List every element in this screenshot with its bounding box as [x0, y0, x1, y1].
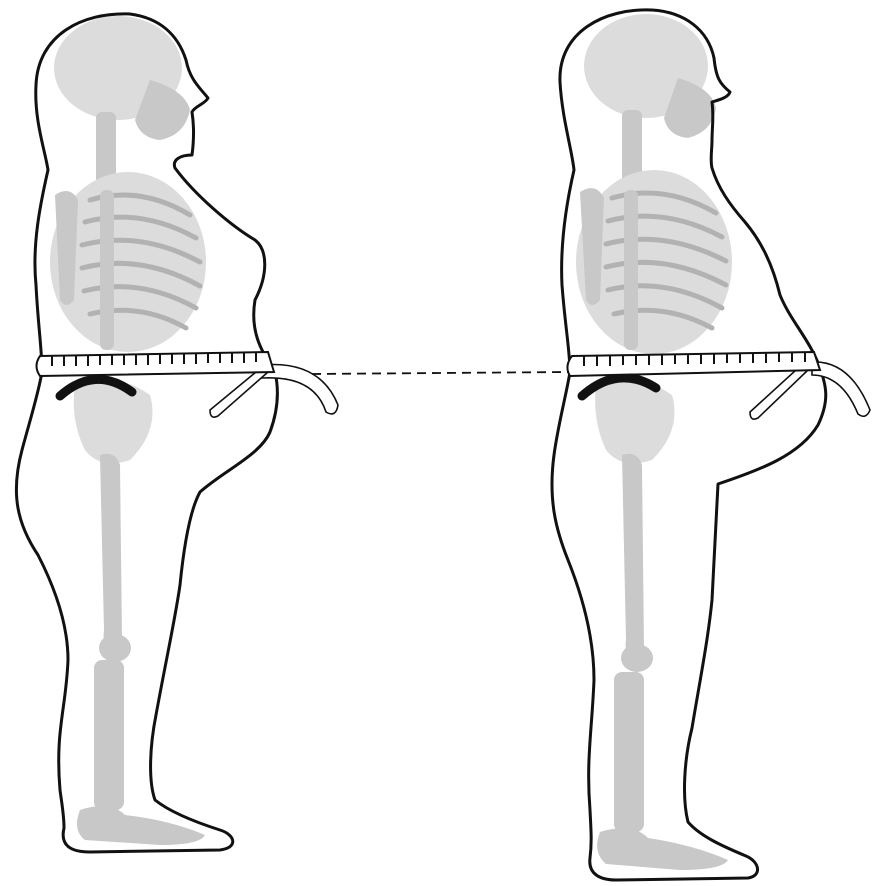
dashed-connector-line [312, 372, 568, 374]
left-figure [16, 14, 338, 852]
right-body-outline [552, 10, 826, 880]
right-foot-bones [597, 828, 728, 870]
right-tape-end-back [750, 370, 808, 419]
right-pelvis [595, 379, 674, 463]
right-skeleton [576, 14, 732, 870]
right-tibia [614, 672, 644, 832]
right-femur [622, 454, 644, 660]
left-femur [100, 454, 122, 650]
right-knee [621, 644, 653, 672]
right-thoracic-spine [624, 190, 638, 350]
left-pelvis [74, 379, 153, 463]
left-tape-band [37, 352, 275, 376]
left-foot-bones [77, 806, 205, 845]
right-figure [552, 10, 870, 880]
left-tibia [94, 660, 124, 810]
left-thoracic-spine [100, 190, 114, 350]
left-knee [99, 634, 131, 662]
left-tape-end-back [210, 372, 268, 417]
left-skeleton [50, 16, 206, 845]
right-tape-band [567, 352, 820, 376]
